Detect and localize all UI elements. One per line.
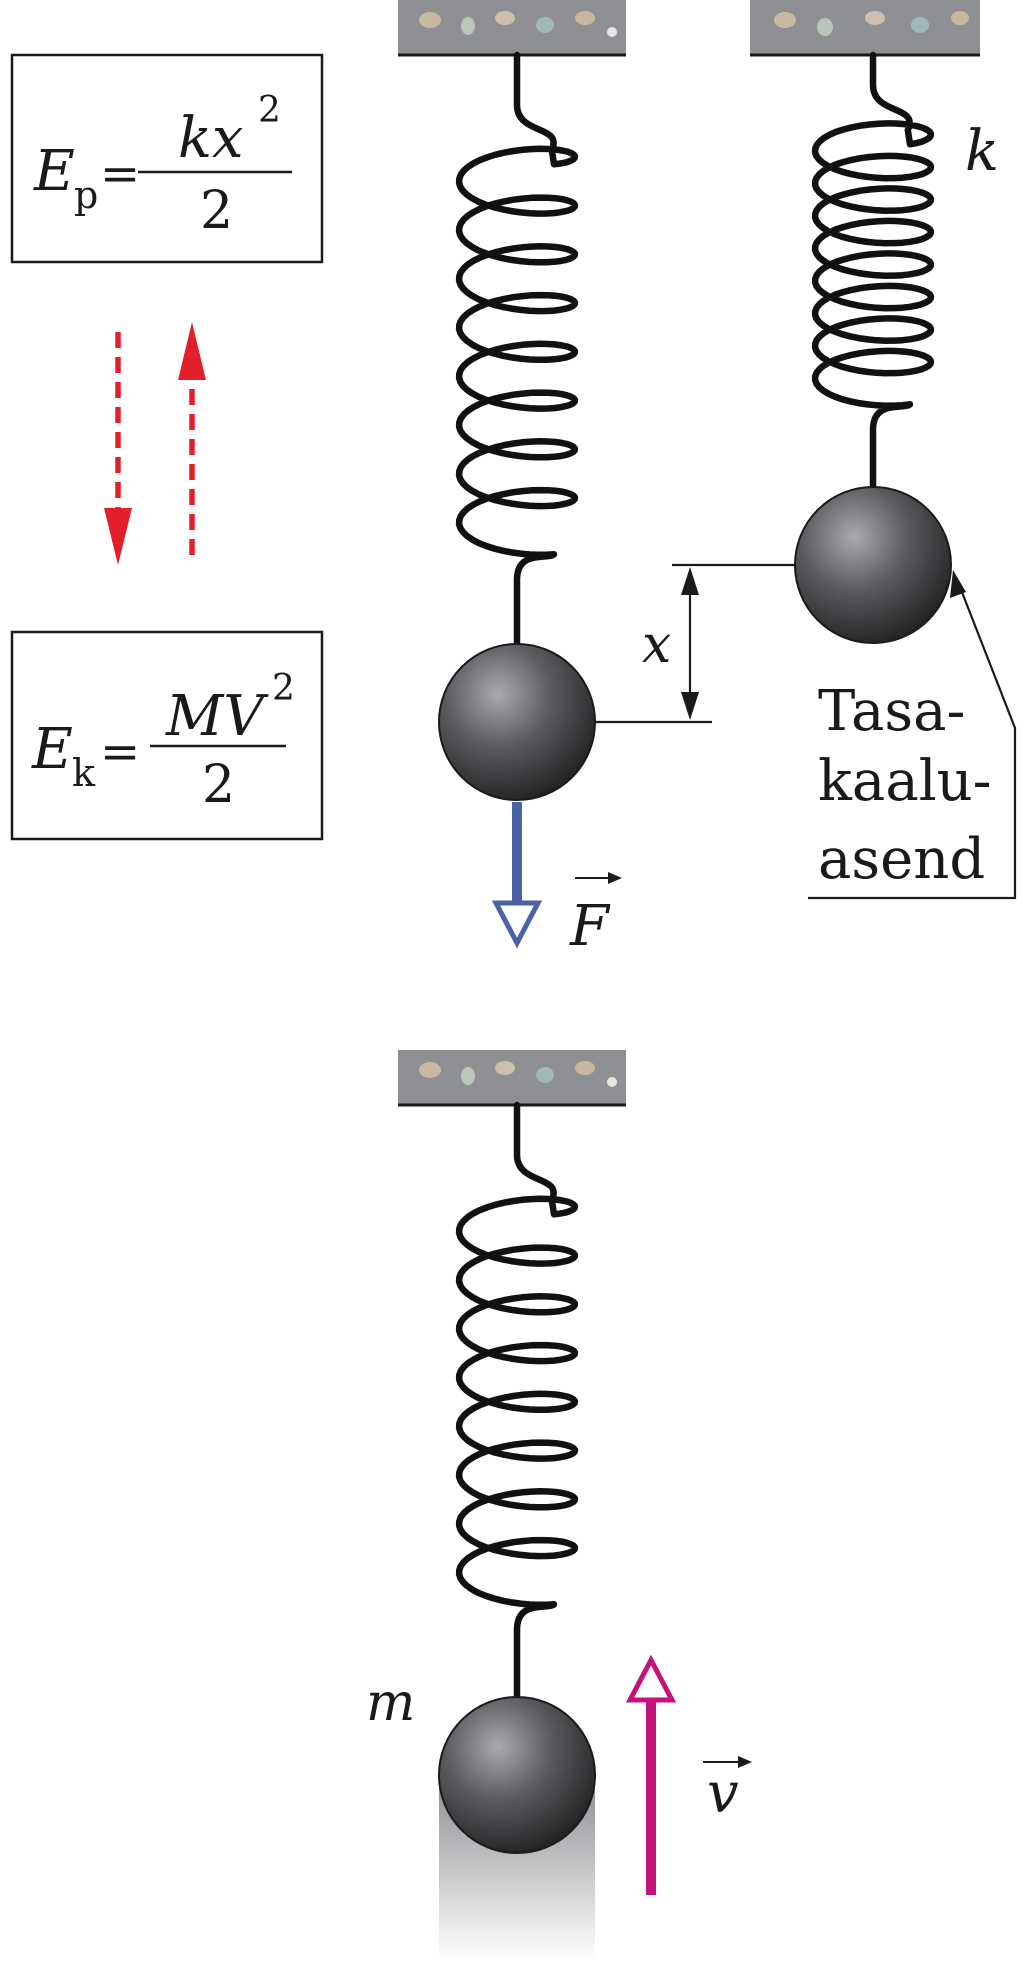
kinetic-numerator: MV bbox=[165, 684, 269, 749]
spring-bottom bbox=[455, 1101, 579, 1701]
callout-arrow-head bbox=[950, 570, 966, 598]
spring-equilibrium bbox=[811, 51, 935, 492]
energy-down-arrow-head bbox=[104, 508, 132, 565]
spring-constant-label: k bbox=[965, 119, 999, 184]
displacement-arrow-top bbox=[681, 567, 699, 595]
displacement-label: x bbox=[642, 615, 671, 675]
force-label: F bbox=[569, 894, 611, 959]
callout-leader-line bbox=[808, 581, 1017, 900]
kinetic-energy-formula: E k = MV 2 2 bbox=[10, 630, 324, 841]
ball-equilibrium bbox=[794, 486, 952, 644]
velocity-label: v bbox=[707, 1761, 739, 1826]
force-label-group: F bbox=[569, 872, 622, 959]
force-arrow bbox=[491, 802, 543, 949]
potential-energy-symbol: E bbox=[33, 139, 75, 204]
equilibrium-label-line3: asend bbox=[818, 827, 985, 892]
mass-label: m bbox=[366, 1673, 415, 1733]
equilibrium-label-line1: Tasa- bbox=[818, 679, 965, 744]
displacement-arrow-bottom bbox=[681, 692, 699, 720]
kinetic-denominator: 2 bbox=[202, 755, 235, 815]
kinetic-energy-symbol: E bbox=[31, 717, 73, 782]
velocity-arrow-head bbox=[625, 1654, 677, 1703]
kinetic-equals-sign: = bbox=[100, 724, 140, 780]
kinetic-exponent: 2 bbox=[272, 668, 295, 709]
energy-exchange-arrows bbox=[104, 322, 206, 565]
ceiling-left-top bbox=[398, 0, 626, 57]
potential-energy-subscript: p bbox=[74, 173, 98, 217]
velocity-label-group: v bbox=[703, 1756, 752, 1826]
potential-numerator: kx bbox=[178, 106, 244, 171]
ball-stretched bbox=[438, 643, 596, 801]
velocity-arrow bbox=[625, 1654, 677, 1895]
spring-stretched bbox=[455, 51, 579, 649]
equilibrium-callout: Tasa- kaalu- asend bbox=[808, 570, 1017, 900]
potential-exponent: 2 bbox=[258, 90, 281, 131]
displacement-indicator: x bbox=[595, 563, 795, 724]
ceiling-bottom bbox=[398, 1050, 626, 1107]
ball-moving bbox=[438, 1696, 596, 1854]
ceiling-right-top bbox=[750, 0, 980, 57]
potential-equals-sign: = bbox=[100, 146, 140, 202]
energy-up-arrow-head bbox=[178, 322, 206, 380]
potential-energy-formula: E p = kx 2 2 bbox=[10, 53, 324, 264]
equilibrium-label-line2: kaalu- bbox=[818, 749, 992, 814]
kinetic-energy-subscript: k bbox=[72, 751, 96, 795]
potential-denominator: 2 bbox=[200, 181, 233, 241]
force-arrow-head bbox=[491, 900, 543, 949]
